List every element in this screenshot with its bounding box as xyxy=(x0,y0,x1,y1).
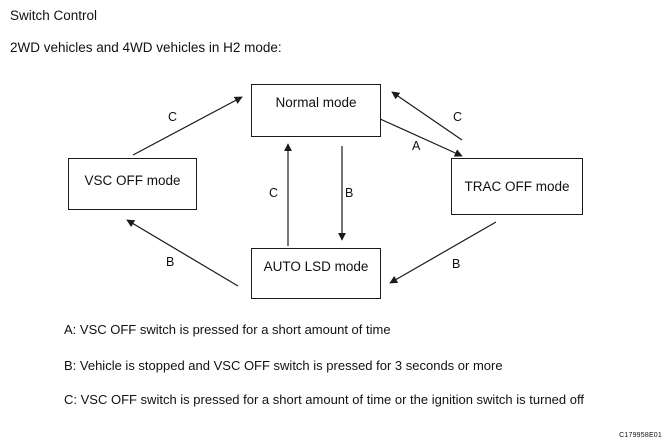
legend-c: C: VSC OFF switch is pressed for a short… xyxy=(64,392,584,407)
trac-off-mode-box: TRAC OFF mode xyxy=(451,158,583,215)
vsc-off-mode-label: VSC OFF mode xyxy=(84,173,181,188)
arrow-trac-to-normal xyxy=(391,91,463,141)
label-normal-to-trac: A xyxy=(412,139,421,153)
vsc-off-mode-box: VSC OFF mode xyxy=(68,158,197,210)
page-title: Switch Control xyxy=(10,8,98,23)
arrow-trac-to-auto xyxy=(389,221,497,284)
normal-mode-box: Normal mode xyxy=(251,84,381,137)
auto-lsd-mode-label: AUTO LSD mode xyxy=(263,259,369,274)
label-trac-to-auto: B xyxy=(452,257,461,271)
label-trac-to-normal: C xyxy=(453,110,463,124)
label-normal-to-auto: B xyxy=(345,186,354,200)
arrow-normal-to-trac xyxy=(377,117,463,157)
arrow-vsc-to-normal xyxy=(132,96,243,156)
normal-mode-label: Normal mode xyxy=(275,95,357,110)
legend-a: A: VSC OFF switch is pressed for a short… xyxy=(64,322,391,337)
figure-code: C179958E01 xyxy=(619,432,662,439)
legend-b: B: Vehicle is stopped and VSC OFF switch… xyxy=(64,358,503,373)
label-auto-to-normal: C xyxy=(269,186,279,200)
label-vsc-to-normal: C xyxy=(168,110,178,124)
page-subtitle: 2WD vehicles and 4WD vehicles in H2 mode… xyxy=(10,40,282,55)
trac-off-mode-label: TRAC OFF mode xyxy=(464,179,570,194)
label-auto-to-vsc: B xyxy=(166,255,175,269)
auto-lsd-mode-box: AUTO LSD mode xyxy=(251,248,381,299)
arrow-auto-to-vsc xyxy=(126,219,239,287)
